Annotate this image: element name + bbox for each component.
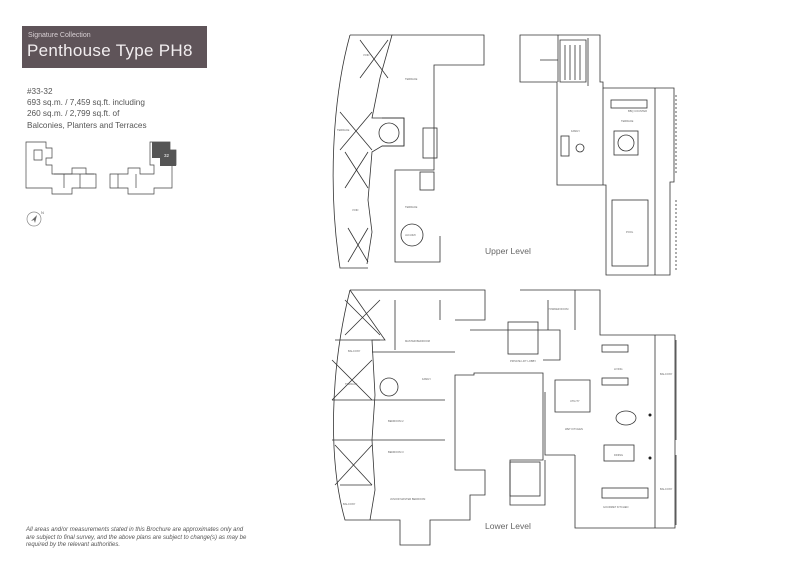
room-label: TERRACE (621, 119, 634, 123)
north-label: N (41, 210, 44, 215)
key-plan: 32 (25, 141, 177, 195)
upper-level-label: Upper Level (485, 246, 531, 256)
room-label: MASTER BEDROOM (405, 339, 430, 343)
lower-room-labels: BALCONY BALCONY BALCONY BALCONY TERRACE … (343, 307, 673, 509)
room-label: VOID (352, 208, 358, 212)
room-label: BALCONY (343, 502, 356, 506)
room-label: BALCONY (660, 487, 673, 491)
room-label: WET KITCHEN (565, 427, 583, 431)
room-label: DINING (614, 453, 623, 457)
lower-level-plan (331, 289, 677, 546)
room-label: BEDROOM 2 (388, 419, 404, 423)
room-label: FAMILY (422, 377, 431, 381)
area-line-2: 260 sq.m. / 2,799 sq.ft. of (27, 109, 120, 119)
room-label: FAMILY (571, 129, 580, 133)
room-label: TERRACE (405, 77, 418, 81)
room-label: JUNIOR MASTER BEDROOM (390, 497, 425, 501)
unit-info: #33-32 693 sq.m. / 7,459 sq.ft. includin… (27, 86, 147, 131)
disclaimer: All areas and/or measurements stated in … (26, 527, 247, 548)
room-label: POWDER ROOM (548, 307, 568, 311)
room-label: BALCONY (660, 372, 673, 376)
room-label: BALCONY (348, 349, 361, 353)
room-label: UTILITY (570, 399, 580, 403)
room-label: TERRACE (405, 205, 418, 209)
room-label: TERRACE (345, 382, 358, 386)
area-line-1: 693 sq.m. / 7,459 sq.ft. including (27, 98, 145, 108)
upper-level-plan (332, 34, 677, 276)
page-title: Penthouse Type PH8 (27, 41, 193, 60)
room-label: LIVING (614, 367, 623, 371)
room-label: BBQ COUNTER (628, 109, 647, 113)
title-banner: Signature Collection Penthouse Type PH8 (22, 26, 207, 68)
room-label: POOL (626, 230, 634, 234)
north-arrow-icon: N (26, 210, 44, 227)
highlighted-unit-label: 32 (164, 153, 170, 158)
area-line-3: Balconies, Planters and Terraces (27, 120, 147, 130)
room-label: VOID (363, 53, 369, 57)
room-label: GOURMET KITCHEN (603, 505, 628, 509)
room-label: JACUZZI (405, 233, 416, 237)
highlighted-unit (152, 142, 176, 166)
room-label: BEDROOM 3 (388, 450, 404, 454)
collection-label: Signature Collection (28, 32, 91, 39)
lower-level-label: Lower Level (485, 521, 531, 531)
room-label: TERRACE (337, 128, 350, 132)
unit-number: #33-32 (27, 87, 53, 96)
upper-room-labels: TERRACE TERRACE TERRACE TERRACE JACUZZI … (337, 53, 647, 237)
room-label: PRIVATE LIFT LOBBY (510, 359, 536, 363)
